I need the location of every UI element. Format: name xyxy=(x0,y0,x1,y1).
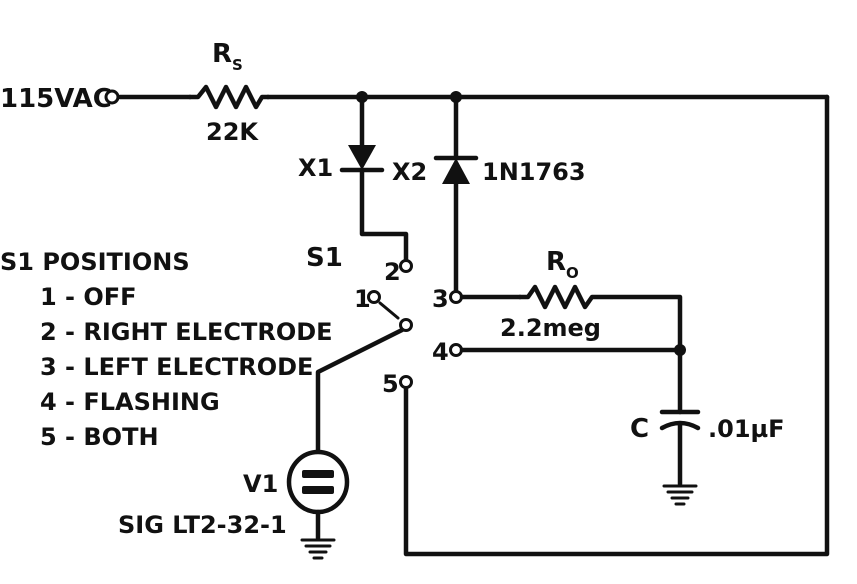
terminal-1-label: 1 xyxy=(354,285,371,313)
x1-label: X1 xyxy=(298,154,333,182)
lamp-v1 xyxy=(286,449,350,541)
lamp-part-label: SIG LT2-32-1 xyxy=(118,511,287,539)
terminal-3-label: 3 xyxy=(432,285,449,313)
rs-subscript: S xyxy=(232,56,243,74)
capacitor-c xyxy=(659,347,701,487)
ro-subscript: O xyxy=(566,264,579,282)
x2-label: X2 xyxy=(392,158,427,186)
ro-label: RO xyxy=(546,247,579,282)
input-label: 115VAC xyxy=(0,84,112,114)
terminal-4-label: 4 xyxy=(432,338,449,366)
diode-x1 xyxy=(339,94,409,265)
switch-terminal-1 xyxy=(367,290,381,304)
switch-terminal-2 xyxy=(399,259,413,273)
ground-symbol xyxy=(300,538,336,560)
diode-part-label: 1N1763 xyxy=(482,158,586,186)
switch-label: S1 xyxy=(306,243,343,273)
position-item: 1 - OFF xyxy=(40,283,137,311)
switch-pivot xyxy=(399,318,413,332)
rs-name: R xyxy=(212,39,232,69)
positions-legend: S1 POSITIONS 1 - OFF 2 - RIGHT ELECTRODE… xyxy=(0,248,333,451)
positions-title: S1 POSITIONS xyxy=(0,248,190,276)
terminal-2-label: 2 xyxy=(384,258,401,286)
resistor-rs xyxy=(187,84,271,110)
terminal-5-label: 5 xyxy=(382,370,399,398)
return-wire xyxy=(403,94,830,557)
ground-symbol xyxy=(662,484,698,506)
ro-name: R xyxy=(546,247,566,277)
lamp-label: V1 xyxy=(243,470,278,498)
position-item: 5 - BOTH xyxy=(40,423,159,451)
ro-value: 2.2meg xyxy=(500,314,601,342)
capacitor-label: C xyxy=(630,414,649,444)
rs-label: RS xyxy=(212,39,243,74)
resistor-ro xyxy=(517,284,683,353)
input-terminal xyxy=(104,89,120,105)
switch-wiper-arc xyxy=(378,301,400,320)
capacitor-value: .01µF xyxy=(708,415,785,443)
diode-x2 xyxy=(433,94,479,295)
position-item: 4 - FLASHING xyxy=(40,388,220,416)
position-item: 2 - RIGHT ELECTRODE xyxy=(40,318,333,346)
switch-terminal-5 xyxy=(399,375,413,389)
rs-value: 22K xyxy=(206,118,259,146)
switch-arm xyxy=(315,327,405,455)
position-item: 3 - LEFT ELECTRODE xyxy=(40,353,313,381)
